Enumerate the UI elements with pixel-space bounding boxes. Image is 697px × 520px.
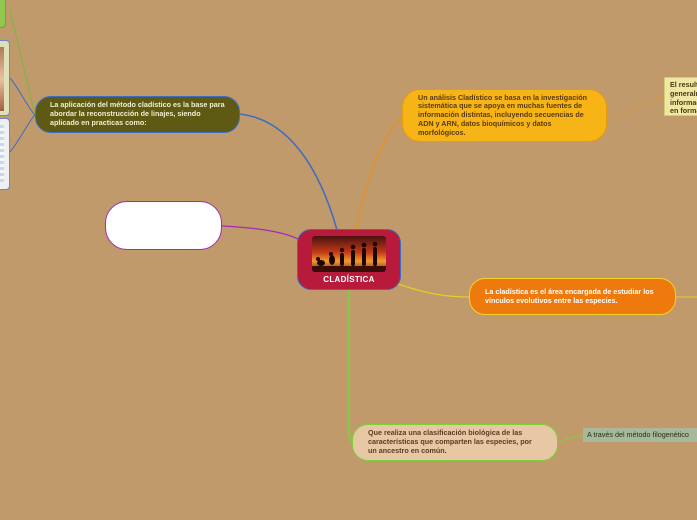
evolution-silhouettes-icon bbox=[312, 241, 386, 272]
offscreen-node-image-2[interactable] bbox=[0, 118, 10, 190]
center-title: CLADÍSTICA bbox=[323, 275, 375, 284]
connector-cladistica-area bbox=[397, 283, 471, 298]
connector-result bbox=[606, 95, 665, 116]
connector-blank bbox=[221, 225, 301, 241]
node-realiza[interactable]: Que realiza una clasificación biológica … bbox=[352, 424, 558, 461]
node-analysis[interactable]: Un análisis Cladístico se basa en la inv… bbox=[402, 89, 607, 142]
node-metodo[interactable]: A través del método filogenético bbox=[583, 428, 697, 442]
connector-realiza bbox=[348, 290, 355, 443]
node-result-text: El resultado generalmente información en… bbox=[670, 80, 697, 116]
human-evolution-image bbox=[312, 236, 386, 272]
node-realiza-text: Que realiza una clasificación biológica … bbox=[368, 428, 532, 455]
connector-analysis bbox=[355, 115, 404, 231]
node-analysis-text: Un análisis Cladístico se basa en la inv… bbox=[418, 92, 587, 137]
node-metodo-text: A través del método filogenético bbox=[587, 429, 689, 439]
thumbnail-image bbox=[0, 47, 4, 111]
node-application-text: La aplicación del método cladístico es l… bbox=[50, 100, 225, 127]
node-cladistica-area[interactable]: La cladística es el área encargada de es… bbox=[469, 278, 676, 315]
connector-application bbox=[239, 113, 338, 231]
connector-metodo bbox=[557, 434, 584, 443]
thumbnail-image bbox=[0, 125, 4, 183]
node-application[interactable]: La aplicación del método cladístico es l… bbox=[35, 96, 240, 133]
offscreen-node-top[interactable] bbox=[0, 0, 6, 28]
connector-edge-top bbox=[9, 9, 36, 116]
node-result[interactable]: El resultado generalmente información en… bbox=[664, 77, 697, 116]
node-blank[interactable] bbox=[105, 201, 222, 250]
connector-edge-mid2 bbox=[9, 114, 36, 153]
offscreen-node-image-1[interactable] bbox=[0, 40, 10, 116]
node-cladistica-area-text: La cladística es el área encargada de es… bbox=[485, 286, 654, 305]
node-center[interactable]: CLADÍSTICA bbox=[297, 229, 401, 290]
connector-edge-mid1 bbox=[9, 77, 36, 116]
